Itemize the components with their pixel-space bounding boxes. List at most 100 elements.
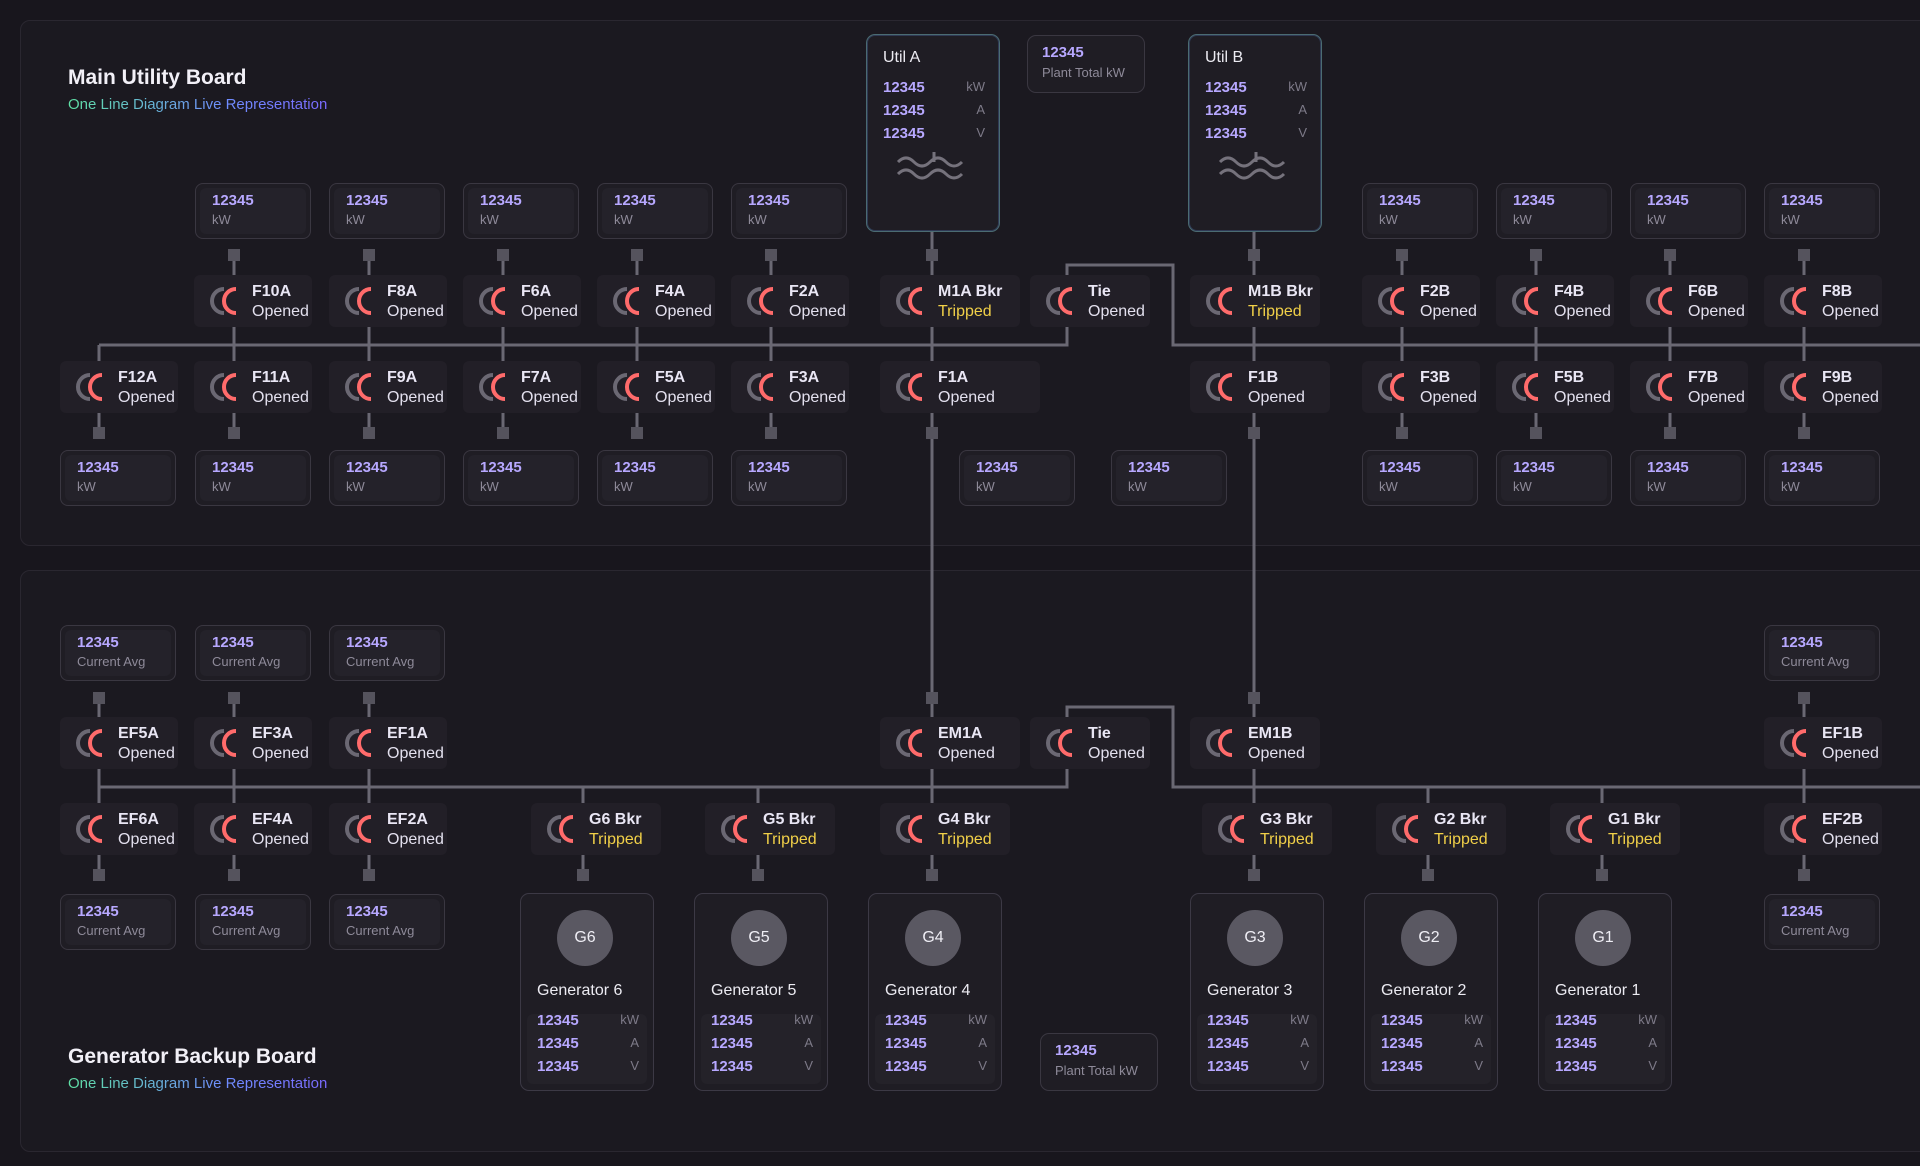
reading-unit: kW bbox=[1781, 479, 1800, 494]
breaker-ef2b[interactable]: EF2B Opened bbox=[1764, 803, 1882, 855]
breaker-icon bbox=[210, 287, 237, 315]
breaker-name: G6 Bkr bbox=[589, 811, 642, 828]
breaker-icon bbox=[1646, 373, 1673, 401]
breaker-status: Opened bbox=[655, 303, 712, 320]
unit-a: A bbox=[978, 1035, 987, 1050]
generator-kw: 12345 bbox=[711, 1012, 753, 1029]
unit-kw: kW bbox=[1638, 1012, 1657, 1027]
breaker-name: EF1B bbox=[1822, 725, 1863, 742]
breaker-status: Opened bbox=[252, 745, 309, 762]
reading-unit: kW bbox=[1513, 212, 1532, 227]
reading-value: 12345 bbox=[1379, 459, 1421, 476]
breaker-status: Opened bbox=[118, 389, 175, 406]
reading-value: 12345 bbox=[1781, 459, 1823, 476]
reading-value: 12345 bbox=[77, 634, 119, 651]
generator-title: Generator 5 bbox=[711, 982, 797, 999]
generator-kw: 12345 bbox=[1555, 1012, 1597, 1029]
unit-v: V bbox=[1300, 1058, 1309, 1073]
generator-kw: 12345 bbox=[1207, 1012, 1249, 1029]
breaker-status: Tripped bbox=[1260, 831, 1314, 848]
generator-badge: G4 bbox=[905, 910, 961, 966]
breaker-icon bbox=[345, 815, 372, 843]
breaker-name: F12A bbox=[118, 369, 158, 386]
breaker-status: Opened bbox=[1248, 389, 1305, 406]
reading-unit: Current Avg bbox=[1781, 654, 1850, 669]
reading-value: 12345 bbox=[212, 459, 254, 476]
breaker-name: EF2B bbox=[1822, 811, 1863, 828]
breaker-status: Opened bbox=[1822, 831, 1879, 848]
breaker-icon bbox=[1780, 287, 1807, 315]
reading-value: 12345 bbox=[1781, 903, 1823, 920]
utility-a-volts: 12345 bbox=[883, 125, 925, 142]
breaker-status: Opened bbox=[387, 831, 444, 848]
reading-value: 12345 bbox=[1781, 192, 1823, 209]
utility-b-amps: 12345 bbox=[1205, 102, 1247, 119]
unit-v: V bbox=[630, 1058, 639, 1073]
breaker-status: Opened bbox=[1554, 303, 1611, 320]
reading-value: 12345 bbox=[1513, 192, 1555, 209]
breaker-status: Opened bbox=[1822, 303, 1879, 320]
reading-unit: kW bbox=[1379, 212, 1398, 227]
breaker-status: Opened bbox=[938, 745, 995, 762]
main-board-subtitle: One Line Diagram Live Representation bbox=[68, 96, 328, 113]
utility-a-kw: 12345 bbox=[883, 79, 925, 96]
reading-unit: Current Avg bbox=[212, 923, 281, 938]
breaker-name: M1A Bkr bbox=[938, 283, 1003, 300]
generator-volts: 12345 bbox=[1555, 1058, 1597, 1075]
breaker-f12a[interactable]: F12A Opened bbox=[60, 361, 178, 413]
reading-unit: kW bbox=[212, 479, 231, 494]
